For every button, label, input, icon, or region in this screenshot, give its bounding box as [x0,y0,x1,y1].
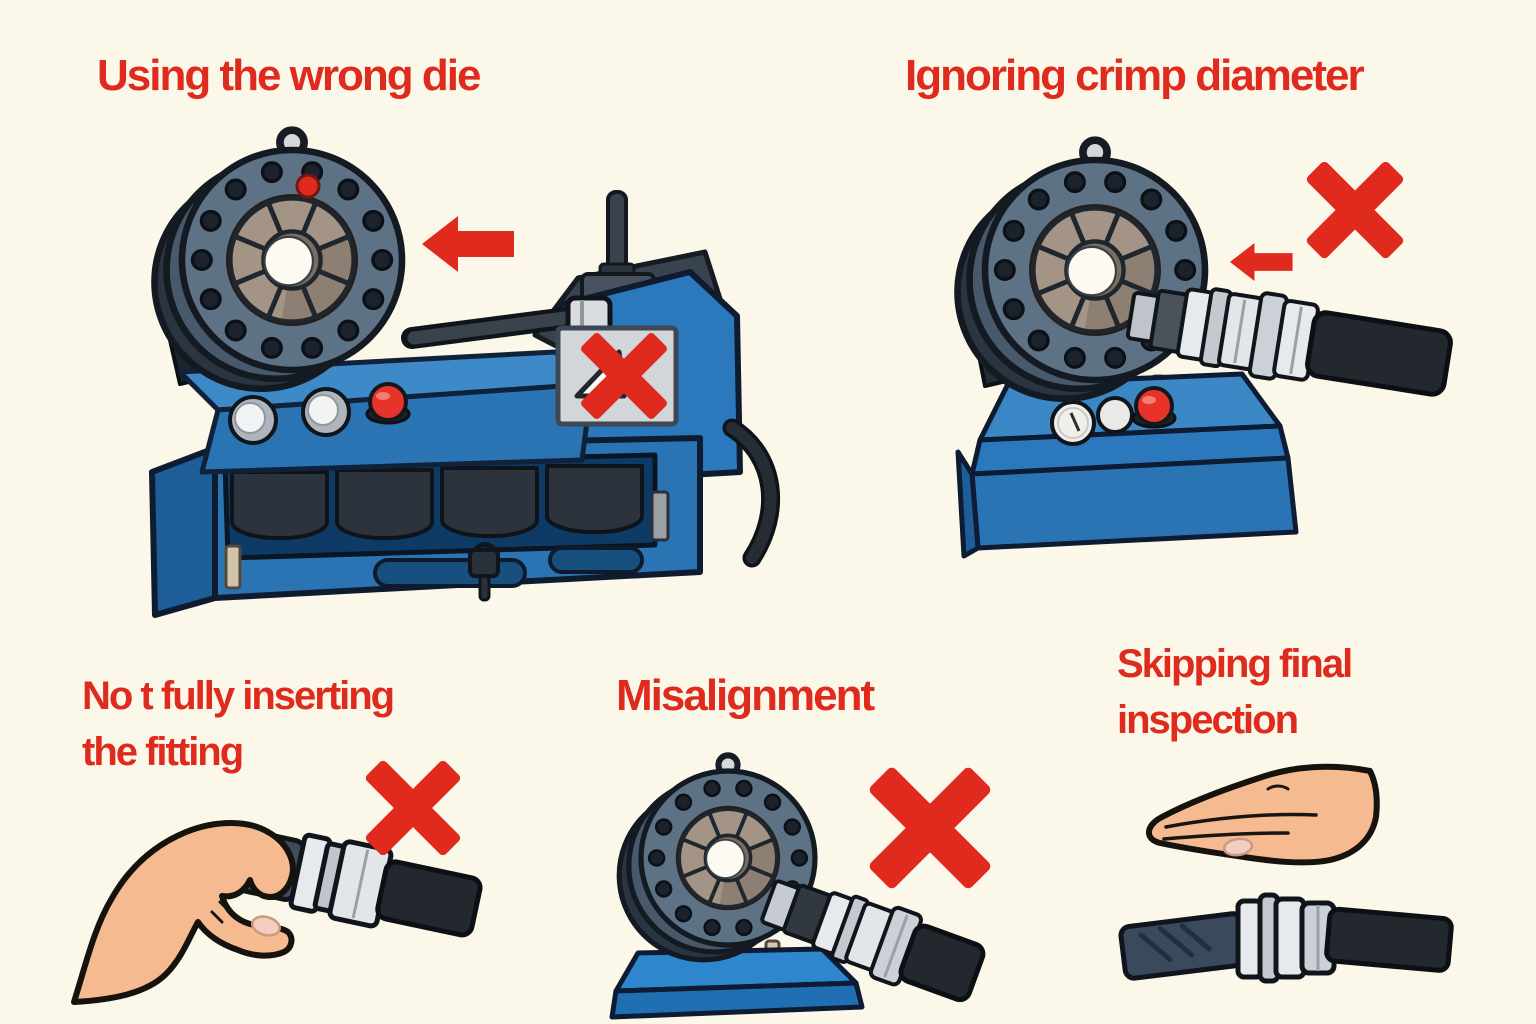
die-red-dot [295,173,321,199]
white-button [1096,396,1134,434]
hose [898,923,986,1003]
hand [71,820,296,1005]
die-head [958,140,1206,399]
arrow-left-icon [1230,242,1293,282]
cabinet-latch [224,544,242,590]
thumbnail [251,915,281,937]
hose-fitting [1125,287,1453,397]
hose-left [1118,911,1249,981]
title-line-1: No t fully inserting [82,674,395,718]
title-line-1: Skipping final [1117,642,1353,686]
machine-cable [722,418,781,568]
cabinet-slot [373,558,527,588]
title-line-2: the fitting [82,730,244,774]
silver-knob [301,387,351,437]
cabinet-latch [650,490,670,542]
hose-fitting [760,879,986,1003]
knuckle-crease [1266,784,1290,791]
cabinet-lock [468,541,500,602]
hose-right [1324,906,1454,973]
die-head [155,130,403,389]
stored-dies [230,464,644,541]
skin-creases [210,900,230,924]
pressure-gauge [1050,400,1096,446]
hose [1305,310,1453,397]
red-stop-button [1131,386,1177,429]
thumbnail [1222,837,1254,857]
machine-cabinet [149,435,703,618]
red-stop-button [365,382,411,425]
x-icon [867,765,993,891]
arrow-left-icon [422,216,514,272]
cabinet-slot [548,546,644,574]
panel-title-misalignment: Misalignment [616,671,875,720]
title-line-2: inspection [1117,698,1299,742]
skipping-inspection-illustration [1118,763,1454,984]
x-icon [363,758,463,858]
ignoring-diameter-illustration [950,140,1453,559]
panel-title-using-wrong-die: Using the wrong die [97,51,481,100]
crimp-collars [1235,892,1337,984]
warning-sign [555,325,679,427]
wrong-die-illustration [149,120,781,618]
panel-title-ignoring-diameter: Ignoring crimp diameter [905,51,1365,100]
finger-creases [1162,812,1318,841]
panel-title-skipping-inspection: Skipping final inspection [1117,636,1353,748]
crimped-hose [1118,892,1454,984]
pedestal-base [609,946,865,1020]
panel-title-not-fully-inserting: No t fully inserting the fitting [82,668,395,780]
hand [1146,763,1380,866]
silver-knob [228,395,278,445]
misalignment-illustration [609,755,993,1020]
not-inserting-illustration [71,758,483,1005]
x-icon [1304,159,1406,261]
pedestal-base [955,371,1299,559]
